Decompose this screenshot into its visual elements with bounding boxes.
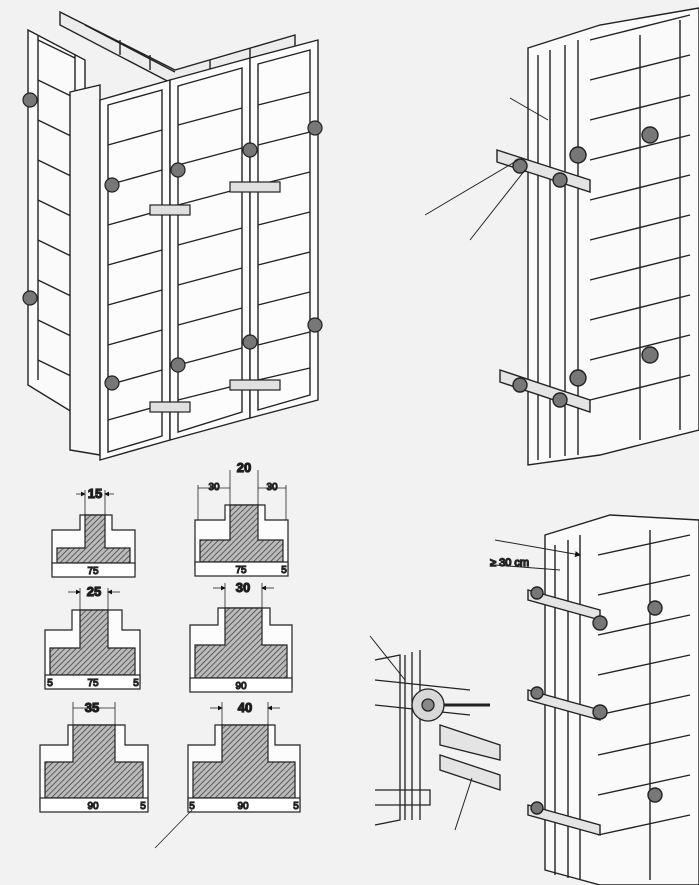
waler-beam-top [496, 126, 659, 193]
clearance-formwork-detail: ≥ 30 cm [489, 514, 699, 885]
tee-15-base-label: 75 [87, 566, 99, 577]
tee-25-end-left-label: 5 [47, 678, 53, 689]
clamp-icons [22, 92, 323, 413]
tee-40-end-right-label: 5 [293, 801, 299, 812]
tee-40-end-left-label: 5 [189, 801, 195, 812]
tee-35-width-label: 35 [85, 700, 99, 715]
waler-beam-bottom [499, 346, 659, 413]
leader-lines [424, 97, 549, 241]
tee-40-base-label: 90 [237, 801, 249, 812]
panel-connection-detail [424, 7, 699, 466]
tee-20-width-label: 20 [237, 460, 251, 475]
front-panel-4 [249, 39, 319, 419]
tee-40-width-label: 40 [238, 700, 252, 715]
tee-section-30: 30 90 [189, 579, 293, 693]
tee-section-grid: 15 75 20 30 30 75 5 [39, 459, 301, 849]
tee-35-base-label: 90 [87, 801, 99, 812]
clamp-closeup-detail [369, 635, 501, 831]
tee-35-end-label: 5 [140, 801, 146, 812]
tee-25-width-label: 25 [87, 584, 101, 599]
tee-25-end-right-label: 5 [133, 678, 139, 689]
tee-30-width-label: 30 [236, 580, 250, 595]
front-panel-3 [169, 57, 251, 441]
tee-section-25: 25 75 5 5 [44, 583, 141, 690]
tee-20-side-right-label: 30 [266, 482, 278, 493]
front-panel-1 [69, 84, 101, 456]
tee-15-width-label: 15 [88, 486, 102, 501]
tee-25-base-label: 75 [87, 678, 99, 689]
clearance-label: ≥ 30 cm [490, 557, 529, 569]
tee-20-side-left-label: 30 [208, 482, 220, 493]
tee-section-40: 40 90 5 5 [154, 699, 301, 849]
tee-20-base-label: 75 [235, 565, 247, 576]
tee-30-base-label: 90 [235, 681, 247, 692]
tee-section-15: 15 75 [51, 485, 136, 578]
tee-section-35: 35 90 5 [39, 699, 149, 813]
tee-20-end-label: 5 [281, 565, 287, 576]
corner-formwork-assembly [22, 10, 323, 461]
tee-section-20: 20 30 30 75 5 [194, 459, 289, 577]
